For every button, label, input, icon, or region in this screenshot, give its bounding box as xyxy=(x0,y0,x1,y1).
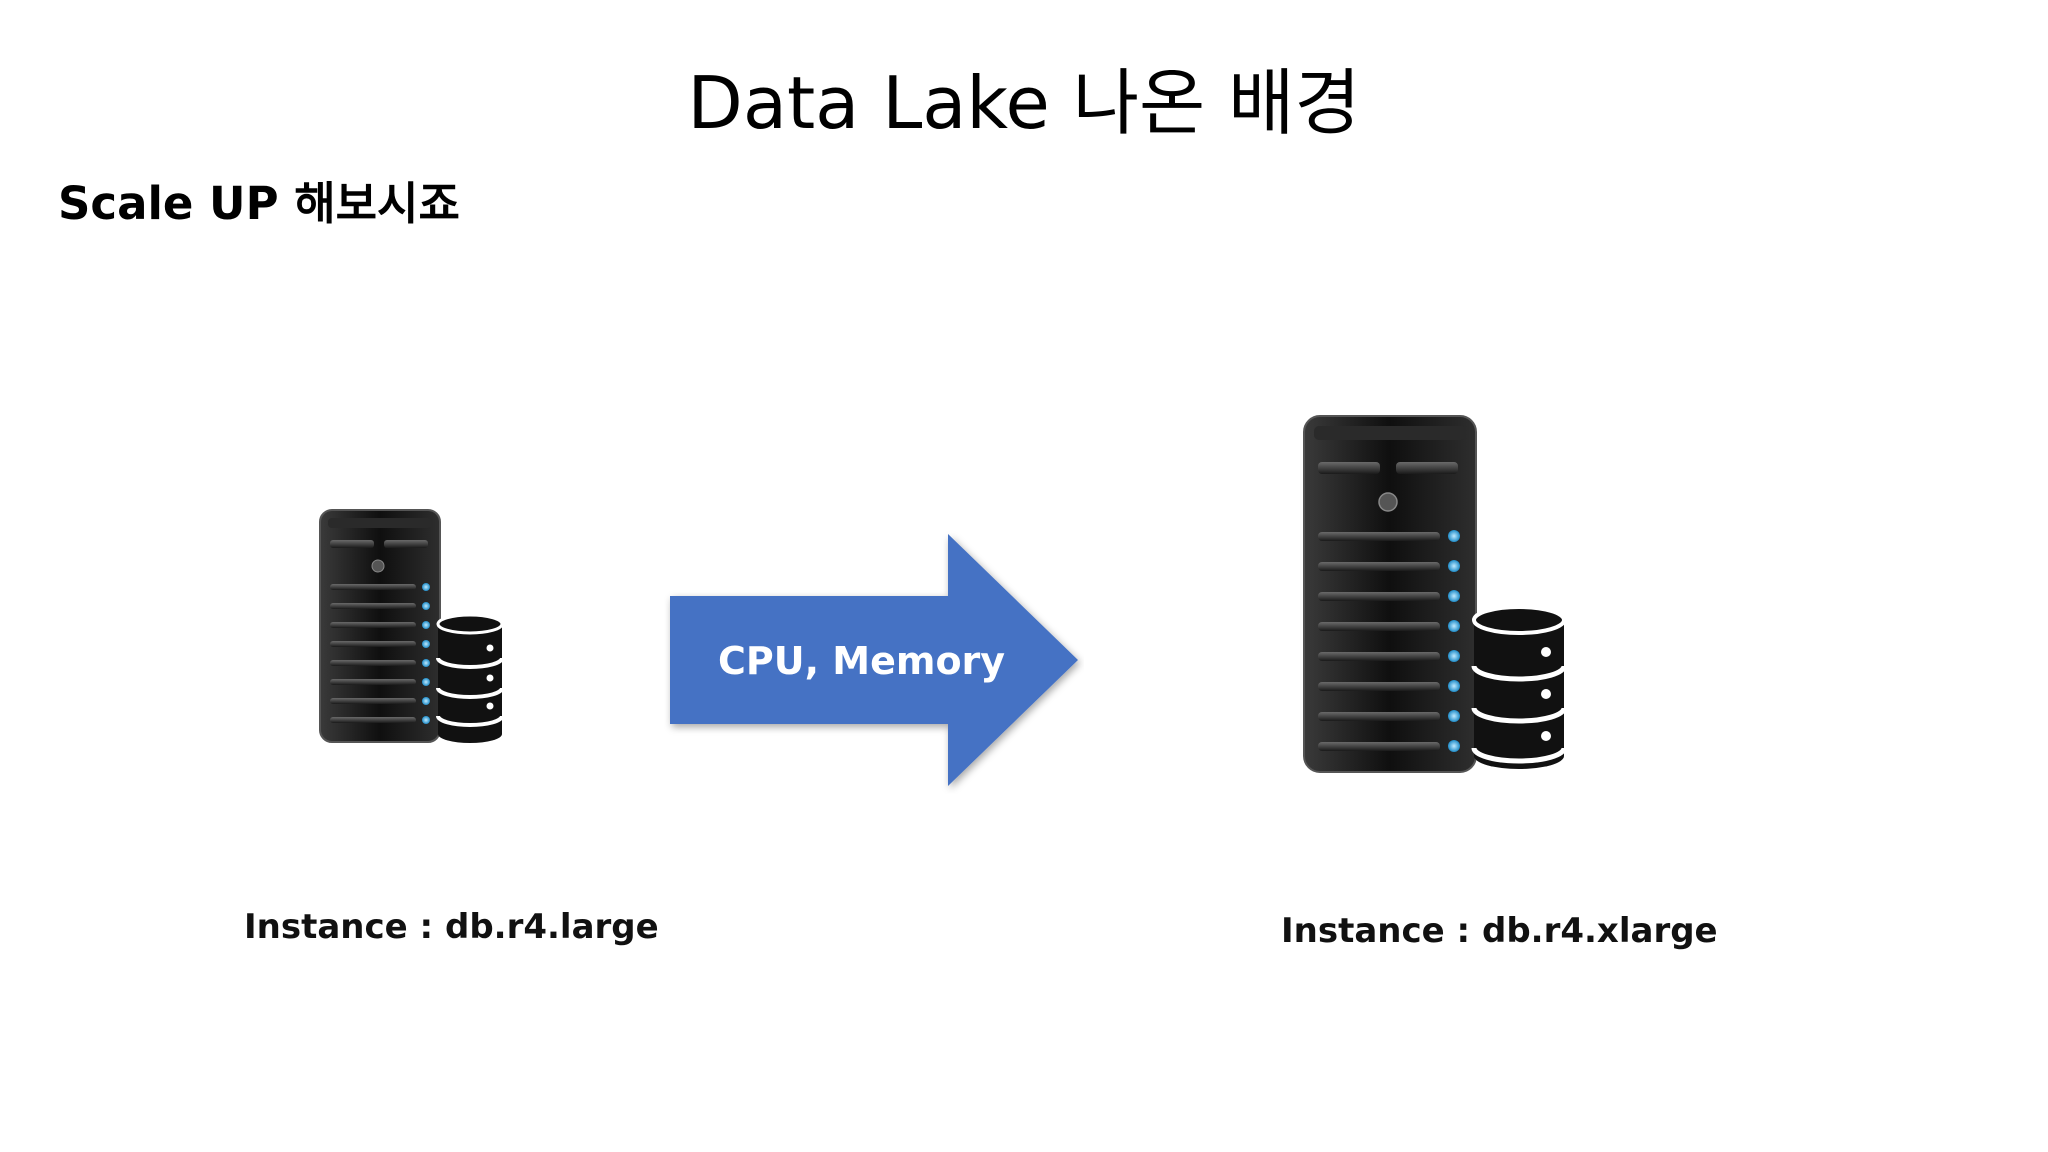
database-icon xyxy=(436,613,504,743)
database-icon xyxy=(1471,605,1567,769)
scale-up-arrow xyxy=(664,528,1084,794)
source-server-icon xyxy=(318,508,504,744)
slide-title: Data Lake 나온 배경 xyxy=(687,61,1361,145)
target-server-icon xyxy=(1302,414,1568,776)
target-instance-caption: Instance : db.r4.xlarge xyxy=(1281,911,1718,951)
slide-subtitle: Scale UP 해보시죠 xyxy=(58,177,460,230)
source-instance-caption: Instance : db.r4.large xyxy=(244,907,659,947)
arrow-label: CPU, Memory xyxy=(718,639,1006,683)
